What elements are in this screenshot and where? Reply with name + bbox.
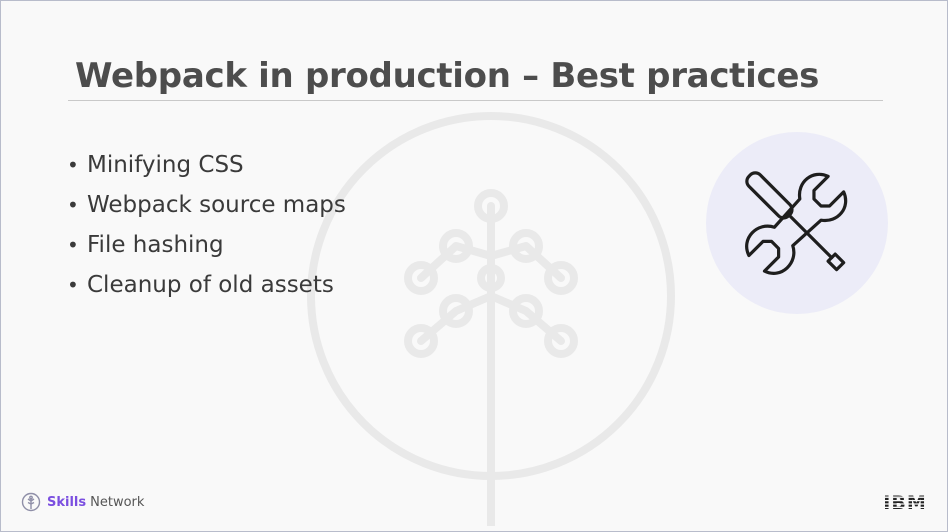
brand-network: Network <box>90 494 145 510</box>
ibm-logo: IBM <box>881 492 929 512</box>
tools-illustration <box>706 132 888 314</box>
bullet-text: Webpack source maps <box>87 192 346 218</box>
bullet-text: Cleanup of old assets <box>87 272 334 298</box>
skills-network-icon <box>21 492 41 512</box>
skills-network-logo: Skills Network <box>21 492 144 512</box>
bullet-list: • Minifying CSS • Webpack source maps • … <box>67 145 346 305</box>
bullet-marker: • <box>67 153 79 177</box>
title-divider <box>68 100 883 101</box>
bullet-marker: • <box>67 193 79 217</box>
bullet-marker: • <box>67 273 79 297</box>
slide-title: Webpack in production – Best practices <box>75 56 820 96</box>
ibm-logo-text: IBM <box>883 492 926 512</box>
bullet-item: • Webpack source maps <box>67 185 346 225</box>
bullet-text: File hashing <box>87 232 224 258</box>
bullet-item: • File hashing <box>67 225 346 265</box>
bullet-item: • Minifying CSS <box>67 145 346 185</box>
bullet-marker: • <box>67 233 79 257</box>
wrench-screwdriver-icon <box>745 171 848 275</box>
bullet-item: • Cleanup of old assets <box>67 265 346 305</box>
bullet-text: Minifying CSS <box>87 152 244 178</box>
tree-watermark-icon <box>307 112 675 526</box>
brand-skills: Skills <box>47 494 87 510</box>
